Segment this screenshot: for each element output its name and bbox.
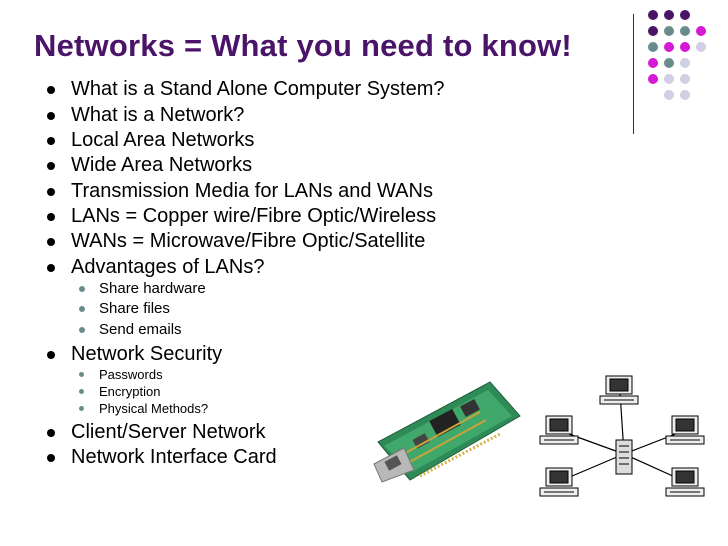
decorative-dot <box>648 26 658 36</box>
bullet-list: What is a Stand Alone Computer System? W… <box>47 78 445 471</box>
bullet-item: Transmission Media for LANs and WANs <box>47 180 445 205</box>
bullet-item: WANs = Microwave/Fibre Optic/Satellite <box>47 230 445 256</box>
decorative-dot <box>680 90 690 100</box>
bullet-item: Advantages of LANs? <box>47 256 445 280</box>
decorative-dot <box>664 58 674 68</box>
page-title: Networks = What you need to know! <box>34 28 572 63</box>
decorative-dot <box>648 58 658 68</box>
bullet-item: Client/Server Network <box>47 421 445 446</box>
decorative-dot <box>664 42 674 52</box>
decorative-dot <box>648 42 658 52</box>
sub-bullet-item: Passwords <box>47 367 445 384</box>
decorative-dot <box>664 26 674 36</box>
client-server-network-icon <box>539 375 705 497</box>
decorative-dot <box>680 58 690 68</box>
decorative-dot <box>648 74 658 84</box>
network-interface-card-icon <box>373 381 521 483</box>
decorative-dot <box>648 10 658 20</box>
decorative-dot <box>696 26 706 36</box>
decorative-dot <box>664 74 674 84</box>
divider-line <box>633 14 634 134</box>
bullet-item: What is a Network? <box>47 104 445 129</box>
sub-bullet-item: Encryption <box>47 384 445 401</box>
decorative-dot <box>664 10 674 20</box>
bullet-item: Local Area Networks <box>47 129 445 154</box>
bullet-item: Network Security <box>47 343 445 367</box>
decorative-dot <box>696 42 706 52</box>
sub-bullet-item: Physical Methods? <box>47 401 445 421</box>
sub-bullet-item: Send emails <box>47 321 445 343</box>
bullet-item: Wide Area Networks <box>47 154 445 180</box>
bullet-item: Network Interface Card <box>47 446 445 471</box>
sub-bullet-item: Share hardware <box>47 280 445 300</box>
decorative-dot <box>680 74 690 84</box>
decorative-dot <box>664 90 674 100</box>
decorative-dot <box>680 10 690 20</box>
bullet-item: What is a Stand Alone Computer System? <box>47 78 445 104</box>
bullet-item: LANs = Copper wire/Fibre Optic/Wireless <box>47 205 445 230</box>
decorative-dot <box>680 26 690 36</box>
sub-bullet-item: Share files <box>47 300 445 321</box>
decorative-dot <box>680 42 690 52</box>
decorative-dots <box>648 10 728 120</box>
